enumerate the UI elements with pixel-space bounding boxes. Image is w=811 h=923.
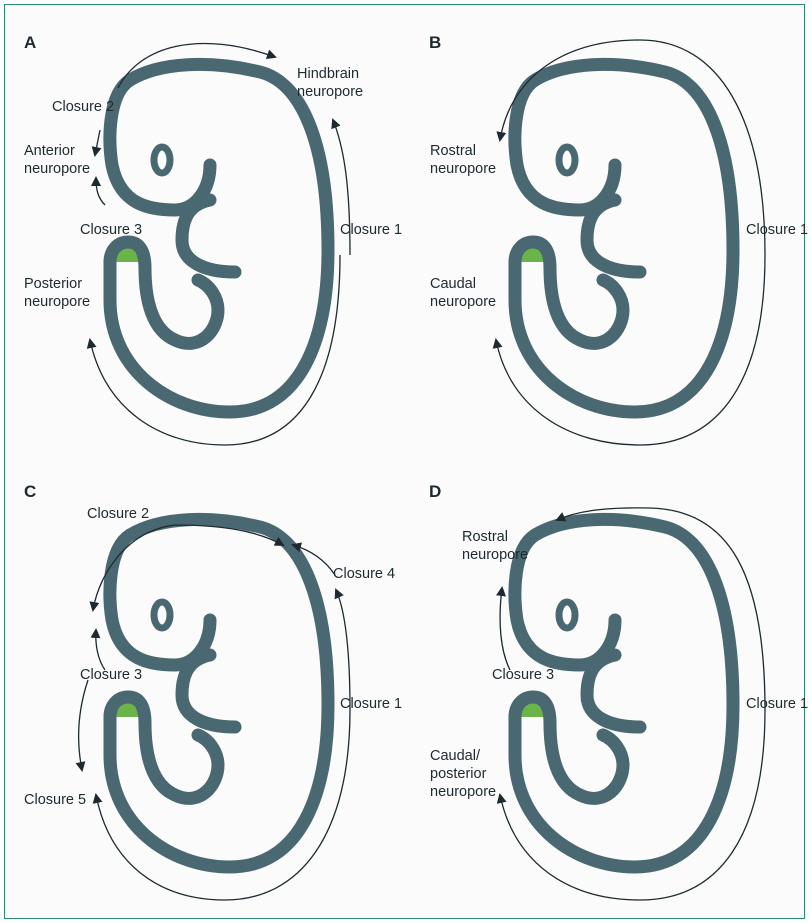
label-caudal-2: neuropore [430,294,496,310]
panel-a-letter: A [24,33,36,52]
arrow-closure3-up [96,178,105,205]
label-closure1-c: Closure 1 [340,696,402,712]
label-rostral-1: Rostral [430,143,476,159]
label-hindbrain-1: Hindbrain [297,66,359,82]
label-closure2: Closure 2 [52,99,114,115]
embryo-c [110,519,328,867]
label-rostral-d-1: Rostral [462,529,508,545]
label-rostral-d-2: neuropore [462,547,528,563]
label-hindbrain-2: neuropore [297,84,363,100]
label-posterior-2: neuropore [24,294,90,310]
label-rostral-2: neuropore [430,161,496,177]
label-closure2-c: Closure 2 [87,506,149,522]
panel-c: C Closure 2 Closure 4 Closure 3 Closure … [24,482,402,900]
label-closure3-c: Closure 3 [80,667,142,683]
arrow-closure1-up-c [336,590,350,710]
panel-d-letter: D [429,482,441,501]
arrow-closure3-up [96,630,105,670]
arrow-closure3-down [79,680,88,770]
label-closure1: Closure 1 [340,222,402,238]
label-closure1-d: Closure 1 [746,696,808,712]
label-anterior-2: neuropore [24,161,90,177]
label-caudal-d-3: neuropore [430,784,496,800]
label-closure3-d: Closure 3 [492,667,554,683]
embryo-d [515,519,733,867]
embryo-b [515,64,733,412]
label-closure3: Closure 3 [80,222,142,238]
panel-b-letter: B [429,33,441,52]
label-caudal-d-2: posterior [430,766,487,782]
label-anterior-1: Anterior [24,143,75,159]
label-closure5: Closure 5 [24,792,86,808]
label-caudal-1: Caudal [430,276,476,292]
panel-b: B Rostral neuropore Closure 1 Caudal neu… [429,33,808,445]
label-posterior-1: Posterior [24,276,82,292]
embryo-a [110,64,328,412]
label-caudal-d-1: Caudal/ [430,748,481,764]
panel-a: A Hindbrain neuropore Closure 2 Anterior… [24,33,402,445]
label-closure4: Closure 4 [333,566,395,582]
panel-d: D Rostral neuropore Closure 3 Closure 1 … [429,482,808,900]
arrow-closure2-down [95,130,100,155]
panel-c-letter: C [24,482,36,501]
label-closure1-b: Closure 1 [746,222,808,238]
